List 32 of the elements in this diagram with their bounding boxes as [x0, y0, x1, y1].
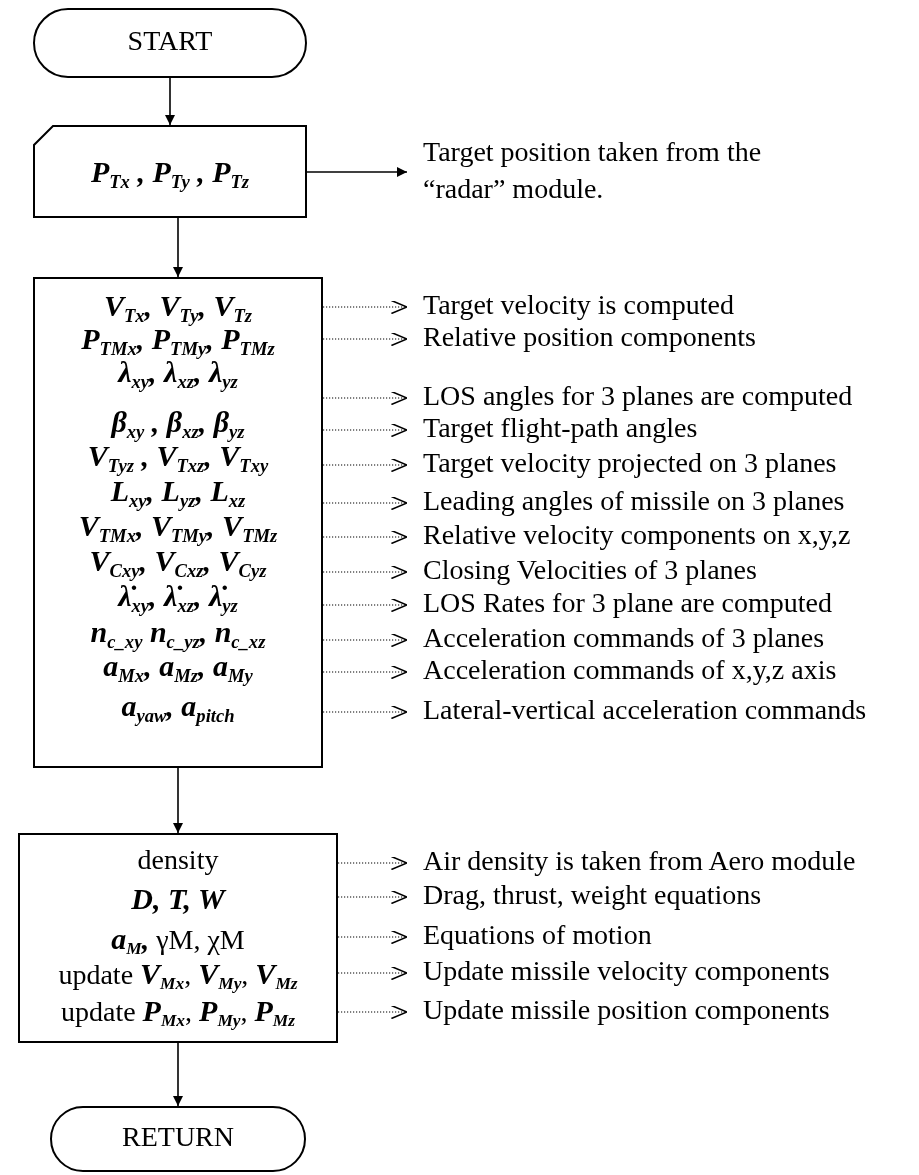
annotation-text: Closing Velocities of 3 planes: [423, 555, 757, 586]
annotation-text: Relative position components: [423, 322, 756, 353]
formula-text: update V$_{Mx}$, V$_{My}$, V$_{Mz}$: [57, 957, 299, 994]
annotation-text: Equations of motion: [423, 920, 652, 951]
annotation-text: Relative velocity components on x,y,z: [423, 520, 851, 551]
terminal-label: RETURN: [121, 1122, 235, 1153]
annotation-text: Target velocity is computed: [423, 290, 734, 321]
annotation-text: LOS angles for 3 planes are computed: [423, 381, 853, 412]
arrow: [173, 1042, 183, 1107]
arrow: [165, 77, 175, 126]
arrow: [173, 767, 183, 834]
annotation-text: Acceleration commands of 3 planes: [423, 623, 825, 654]
arrow: [306, 167, 408, 177]
formula-text: update P$_{Mx}$, P$_{My}$, P$_{Mz}$: [59, 994, 297, 1031]
annotation-text: Target velocity projected on 3 planes: [423, 448, 837, 479]
annotation-text: Update missile velocity components: [423, 956, 830, 987]
annotation-text: LOS Rates for 3 plane are computed: [423, 588, 832, 619]
variable-label: density: [136, 845, 220, 876]
formula-text: a$_{M}$, γM, χM: [110, 922, 246, 959]
annotation-text: Lateral-vertical acceleration commands: [423, 695, 867, 726]
arrow: [173, 217, 183, 278]
annotation-text: Air density is taken from Aero module: [423, 846, 856, 877]
formula-text: P$_{Tx}$ , P$_{Ty}$ , P$_{Tz}$: [89, 154, 251, 192]
annotation-text: Update missile position components: [423, 995, 830, 1026]
annotation-text: Target flight-path angles: [423, 413, 698, 444]
annotation-text: Acceleration commands of x,y,z axis: [423, 655, 837, 686]
formula-text: a$_{yaw}$, a$_{pitch}$: [120, 689, 236, 727]
terminal-label: START: [126, 26, 214, 57]
formula-text: D, T, W: [130, 882, 228, 915]
annotation-text: Drag, thrust, weight equations: [423, 880, 762, 911]
annotation-text: Leading angles of missile on 3 planes: [423, 486, 845, 517]
annotation-text: Target position taken from the “radar” module.: [423, 135, 763, 207]
